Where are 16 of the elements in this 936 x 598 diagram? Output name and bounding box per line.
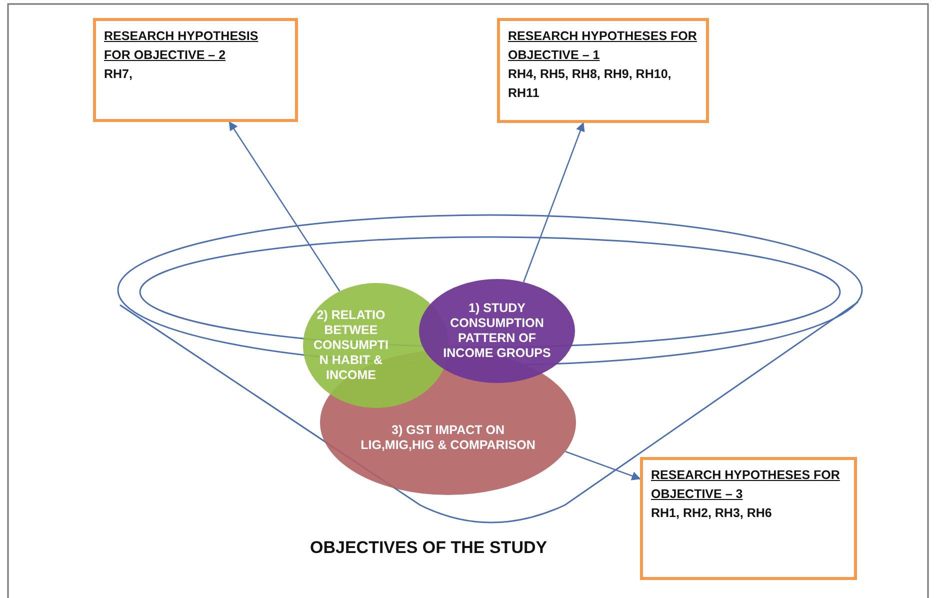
hypothesis-box	[497, 18, 709, 123]
hypothesis-list: RH1, RH2, RH3, RH6	[651, 504, 846, 523]
hypothesis-list: RH7,	[104, 65, 287, 84]
arrow	[522, 122, 585, 282]
objective-text: 1) STUDY CONSUMPTION PATTERN OF INCOME GROUPS	[442, 301, 552, 361]
arrow	[228, 121, 340, 292]
hypothesis-box	[640, 457, 857, 580]
diagram-title: OBJECTIVES OF THE STUDY	[310, 538, 548, 558]
hypothesis-list: RH4, RH5, RH8, RH9, RH10, RH11	[508, 65, 698, 103]
objective-text: 2) RELATIO BETWEE CONSUMPTI N HABIT & INCOME	[312, 308, 390, 383]
arrow	[565, 450, 641, 480]
box-heading: RESEARCH HYPOTHESES FOR OBJECTIVE – 1	[508, 28, 698, 64]
hypothesis-box	[93, 18, 298, 122]
objective-text: 3) GST IMPACT ON LIG,MIG,HIG & COMPARISON	[360, 422, 536, 452]
box-heading: RESEARCH HYPOTHESIS FOR OBJECTIVE – 2	[104, 28, 260, 64]
box-heading: RESEARCH HYPOTHESES FOR OBJECTIVE – 3	[651, 467, 841, 503]
